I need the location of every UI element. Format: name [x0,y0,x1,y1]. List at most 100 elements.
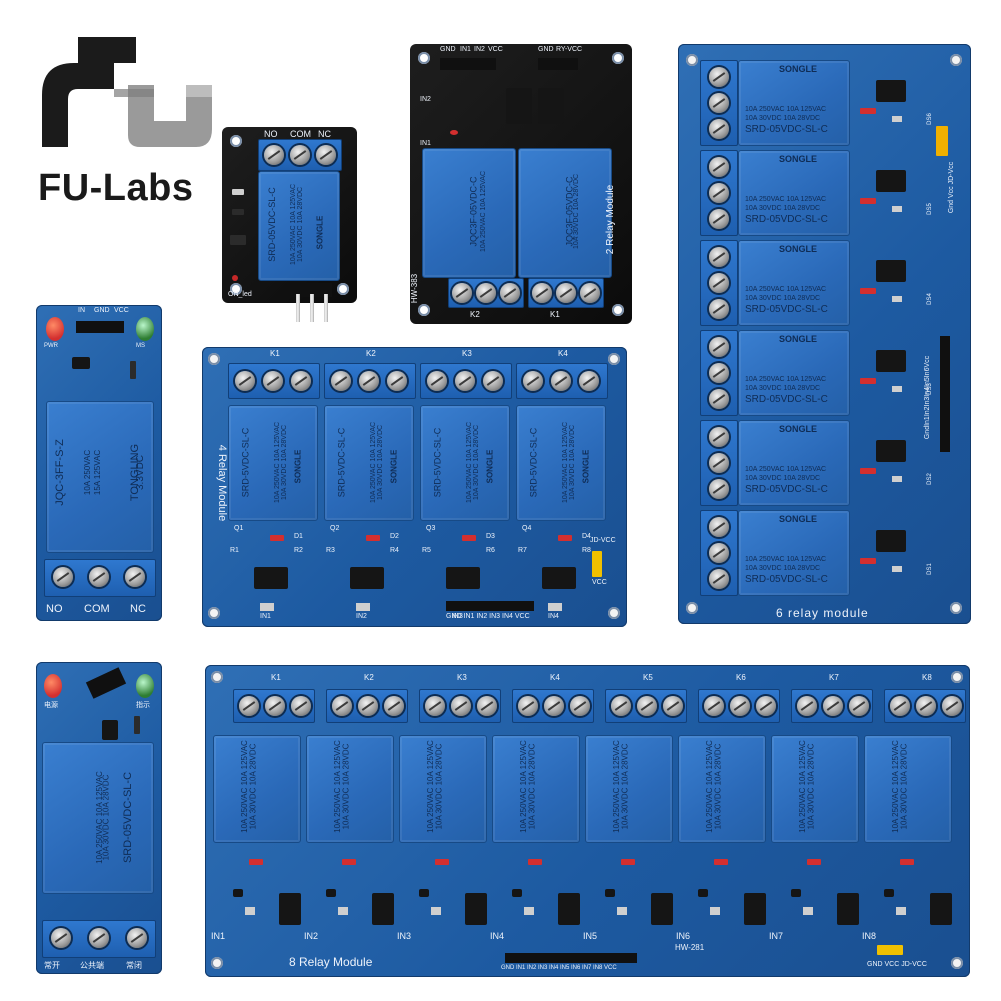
screw-terminal-2[interactable] [528,278,604,308]
screw[interactable] [756,696,776,716]
screw[interactable] [359,371,379,391]
header-pin[interactable] [296,294,300,322]
screw[interactable] [331,371,351,391]
screw[interactable] [709,337,729,357]
screw[interactable] [797,696,817,716]
screw[interactable] [709,389,729,409]
screw[interactable] [551,371,571,391]
screw[interactable] [455,371,475,391]
control-header[interactable] [940,336,950,452]
screw[interactable] [580,283,600,303]
screw-terminal[interactable] [700,420,738,506]
screw[interactable] [709,363,729,383]
screw[interactable] [709,569,729,589]
screw[interactable] [916,696,936,716]
screw[interactable] [500,283,520,303]
screw-terminal[interactable] [698,689,780,723]
screw[interactable] [427,371,447,391]
screw[interactable] [518,696,538,716]
screw[interactable] [709,93,729,113]
screw[interactable] [890,696,910,716]
screw[interactable] [51,928,71,948]
screw[interactable] [709,119,729,139]
screw[interactable] [291,696,311,716]
screw-terminal[interactable] [700,150,738,236]
jumper[interactable] [877,945,903,955]
screw-terminal[interactable] [42,920,156,958]
screw[interactable] [709,299,729,319]
screw[interactable] [384,696,404,716]
header-pin[interactable] [310,294,314,322]
screw[interactable] [263,371,283,391]
screw[interactable] [476,283,496,303]
screw-terminal[interactable] [258,139,342,171]
screw[interactable] [730,696,750,716]
screw[interactable] [332,696,352,716]
screw[interactable] [709,479,729,499]
screw[interactable] [89,567,109,587]
pin-header[interactable] [290,283,332,297]
screw[interactable] [556,283,576,303]
screw-terminal[interactable] [44,559,156,597]
screw-terminal[interactable] [516,363,608,399]
screw[interactable] [709,273,729,293]
screw[interactable] [704,696,724,716]
screw[interactable] [125,567,145,587]
screw-terminal-1[interactable] [448,278,524,308]
screw[interactable] [477,696,497,716]
screw[interactable] [942,696,962,716]
screw-terminal[interactable] [233,689,315,723]
header-pin[interactable] [324,294,328,322]
screw[interactable] [291,371,311,391]
screw-terminal[interactable] [700,240,738,326]
screw[interactable] [709,157,729,177]
screw[interactable] [709,67,729,87]
pin-header[interactable] [85,667,127,699]
screw[interactable] [358,696,378,716]
screw[interactable] [452,283,472,303]
screw[interactable] [663,696,683,716]
screw[interactable] [265,696,285,716]
power-header[interactable] [538,58,578,70]
screw[interactable] [451,696,471,716]
screw[interactable] [709,427,729,447]
screw[interactable] [89,928,109,948]
screw[interactable] [570,696,590,716]
control-header[interactable] [446,601,534,611]
screw[interactable] [387,371,407,391]
screw[interactable] [523,371,543,391]
screw[interactable] [290,145,310,165]
screw[interactable] [483,371,503,391]
screw[interactable] [239,696,259,716]
screw-terminal[interactable] [420,363,512,399]
screw-terminal[interactable] [512,689,594,723]
screw[interactable] [823,696,843,716]
screw-terminal[interactable] [324,363,416,399]
screw-terminal[interactable] [700,60,738,146]
screw[interactable] [127,928,147,948]
screw[interactable] [53,567,73,587]
screw-terminal[interactable] [228,363,320,399]
jumper[interactable] [936,126,948,156]
input-header[interactable] [440,58,496,70]
screw[interactable] [425,696,445,716]
screw[interactable] [709,517,729,537]
pin-header[interactable] [76,321,124,333]
screw[interactable] [709,183,729,203]
screw[interactable] [611,696,631,716]
screw[interactable] [709,543,729,563]
screw-terminal[interactable] [605,689,687,723]
screw[interactable] [579,371,599,391]
screw-terminal[interactable] [884,689,966,723]
screw[interactable] [849,696,869,716]
screw[interactable] [709,453,729,473]
screw[interactable] [532,283,552,303]
screw[interactable] [709,209,729,229]
screw[interactable] [316,145,336,165]
screw[interactable] [235,371,255,391]
screw-terminal[interactable] [700,510,738,596]
jumper[interactable] [592,551,602,577]
screw[interactable] [544,696,564,716]
control-header[interactable] [505,953,637,963]
screw-terminal[interactable] [326,689,408,723]
